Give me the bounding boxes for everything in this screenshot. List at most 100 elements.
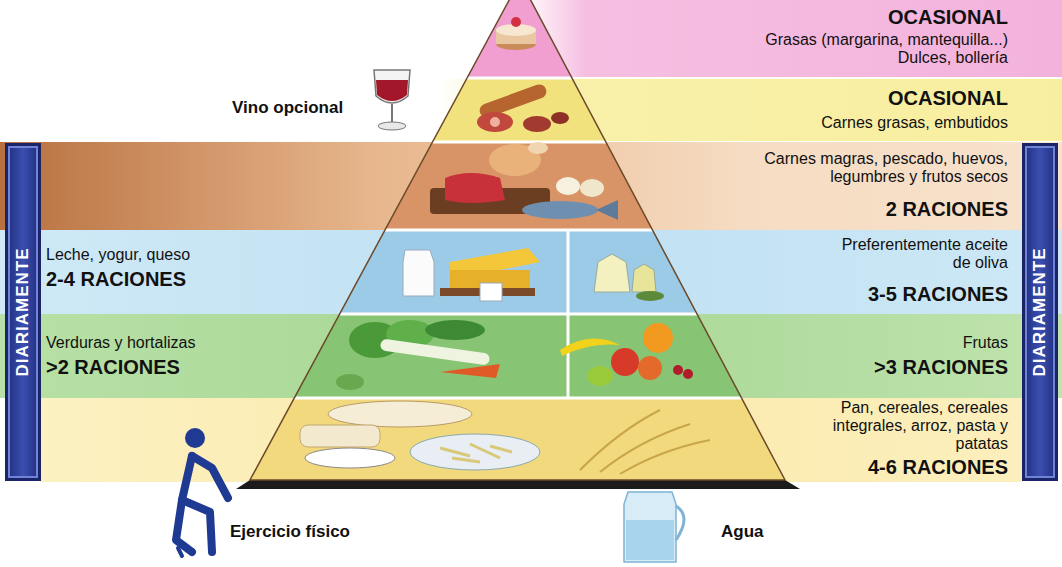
sausages <box>523 116 551 132</box>
bread-cereals <box>452 458 480 462</box>
daily-bar: DIARIAMENTE <box>5 143 41 481</box>
exercise-icon <box>185 428 205 448</box>
water-jug <box>624 492 676 562</box>
water-jug <box>676 506 684 540</box>
fruits <box>643 323 673 353</box>
meat-fish-eggs <box>528 142 548 154</box>
bread-cereals <box>580 410 710 474</box>
bread-cereals <box>300 401 710 474</box>
water-jug <box>626 520 674 560</box>
vertical-label: DIARIAMENTE <box>1030 247 1050 376</box>
exercise-icon <box>192 456 228 498</box>
food-group-text: Carnes magras, pescado, huevos, legumbre… <box>758 150 1008 187</box>
fruits <box>683 369 693 379</box>
meat-fish-eggs <box>580 179 604 197</box>
bread-cereals <box>305 448 395 468</box>
vegetables <box>440 364 500 378</box>
pyramid-body <box>200 398 850 480</box>
pyramid-illustration <box>250 0 785 480</box>
sausages <box>490 117 500 127</box>
olive-oil <box>594 254 664 301</box>
daily-bar: DIARIAMENTE <box>1022 143 1058 481</box>
wine-glass <box>374 70 410 130</box>
serving-count: >2 RACIONES <box>46 356 180 379</box>
pyramid-body <box>200 0 850 480</box>
olive-oil <box>632 264 656 292</box>
exercise-icon <box>176 500 192 552</box>
serving-count: 4-6 RACIONES <box>868 456 1008 479</box>
food-group-text: Frutas <box>963 334 1008 352</box>
cake <box>511 17 521 27</box>
vegetables <box>380 338 491 365</box>
bread-cereals <box>620 440 710 474</box>
caption-label: Vino opcional <box>232 98 343 118</box>
pyramid-body <box>567 230 570 398</box>
bread-cereals <box>440 448 470 456</box>
caption-label: Agua <box>721 522 764 542</box>
pyramid-body <box>200 230 850 314</box>
pyramid-base <box>236 480 800 489</box>
serving-count: 2-4 RACIONES <box>46 268 186 291</box>
fruits <box>611 348 639 376</box>
food-group-text: Verduras y hortalizas <box>46 334 195 352</box>
serving-count: OCASIONAL <box>888 87 1008 110</box>
meat-fish-eggs <box>430 142 618 220</box>
fruits <box>587 366 613 386</box>
wine-glass <box>374 70 410 103</box>
food-band: OCASIONALGrasas (margarina, mantequilla.… <box>520 0 1062 77</box>
fruits <box>560 323 693 386</box>
meat-fish-eggs <box>522 201 598 219</box>
pyramid-body <box>200 78 850 142</box>
bread-cereals <box>440 444 512 462</box>
serving-count: 3-5 RACIONES <box>868 283 1008 306</box>
vegetables <box>425 320 485 340</box>
fruits <box>560 339 620 356</box>
exercise-icon <box>176 428 228 556</box>
food-group-text: Leche, yogur, queso <box>46 246 190 264</box>
water-jug <box>624 492 684 562</box>
caption-label: Ejercicio físico <box>230 522 350 542</box>
pyramid-body <box>200 142 850 230</box>
dairy <box>403 248 540 301</box>
food-group-text: Pan, cereales, cereales integrales, arro… <box>818 399 1008 453</box>
exercise-icon <box>178 548 182 556</box>
meat-fish-eggs <box>596 200 618 220</box>
wine-glass <box>378 122 406 130</box>
bread-cereals <box>580 410 660 470</box>
pyramid-body <box>200 229 850 232</box>
wine-glass <box>391 104 393 124</box>
serving-count: >3 RACIONES <box>874 356 1008 379</box>
wine-glass <box>376 80 408 101</box>
bread-cereals <box>328 401 472 427</box>
pyramid-body <box>200 314 850 398</box>
pyramid-body <box>200 397 850 400</box>
fruits <box>638 356 662 380</box>
pyramid-body <box>200 78 850 398</box>
cake <box>496 17 536 50</box>
vegetables <box>336 320 500 390</box>
sausages <box>551 112 569 124</box>
meat-fish-eggs <box>445 173 505 203</box>
pyramid-body <box>200 77 850 80</box>
food-group-text: Grasas (margarina, mantequilla...) Dulce… <box>716 31 1008 68</box>
bread-cereals <box>490 446 512 452</box>
food-group-text: Preferentemente aceite de oliva <box>836 236 1008 273</box>
olive-oil <box>636 291 664 301</box>
dairy <box>480 283 502 301</box>
bread-cereals <box>410 434 540 470</box>
vegetables <box>336 374 364 390</box>
food-group-text: Carnes grasas, embutidos <box>821 114 1008 132</box>
dairy <box>403 250 434 296</box>
sausages <box>477 112 513 132</box>
meat-fish-eggs <box>556 177 580 195</box>
pyramid-body <box>200 141 850 144</box>
pyramid-body <box>200 0 850 78</box>
vertical-label: DIARIAMENTE <box>13 247 33 376</box>
sausages <box>477 82 569 132</box>
fruits <box>673 365 683 375</box>
bread-cereals <box>300 425 380 447</box>
serving-count: OCASIONAL <box>888 6 1008 29</box>
exercise-icon <box>182 456 212 552</box>
serving-count: 2 RACIONES <box>886 198 1008 221</box>
